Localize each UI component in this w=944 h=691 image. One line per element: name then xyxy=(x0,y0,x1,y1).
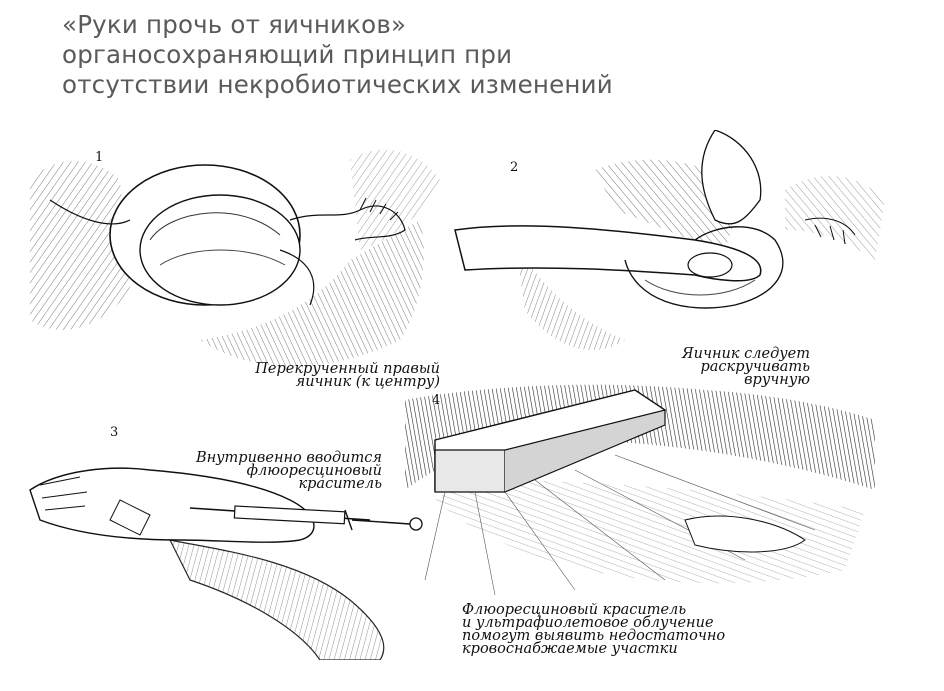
panel-3-number: 3 xyxy=(110,425,119,440)
title-line-3: отсутствии некробиотических изменений xyxy=(62,70,613,99)
panel-3-caption-line-1: Внутривенно вводится xyxy=(195,450,382,466)
panel-1-number: 1 xyxy=(95,150,104,165)
illustration-manual-untwisting xyxy=(445,130,890,375)
panel-3-caption-line-3: краситель xyxy=(298,476,382,492)
panel-4-caption: Флюоресциновый краситель и ультрафиолето… xyxy=(462,602,792,657)
panel-2-number: 2 xyxy=(510,160,519,175)
panel-2-caption: Яичник следует раскручивать вручную xyxy=(650,346,811,388)
panel-4-number: 4 xyxy=(432,393,441,408)
panel-4-caption-line-4: кровоснабжаемые участки xyxy=(462,641,678,657)
panel-4-caption-line-1: Флюоресциновый краситель xyxy=(462,602,687,618)
panel-4-caption-line-3: помогут выявить недостаточно xyxy=(462,628,726,644)
panel-3-caption: Внутривенно вводится флюоресциновый крас… xyxy=(170,450,382,492)
title-line-2: органосохраняющий принцип при xyxy=(62,40,513,69)
panel-2-caption-line-1: Яичник следует xyxy=(681,346,810,362)
panel-4-caption-line-2: и ультрафиолетовое облучение xyxy=(462,615,714,631)
title-line-1: «Руки прочь от яичников» xyxy=(62,10,407,39)
slide-title: «Руки прочь от яичников» органосохраняющ… xyxy=(62,10,922,100)
panel-2-caption-line-3: вручную xyxy=(744,372,810,388)
illustration-twisted-ovary xyxy=(20,140,450,390)
panel-1-caption: Перекрученный правый яичник (к центру) xyxy=(255,361,440,390)
panel-1-caption-line-2: яичник (к центру) xyxy=(295,374,440,390)
panel-1-caption-line-1: Перекрученный правый xyxy=(255,361,440,377)
illustration-iv-injection xyxy=(20,440,440,660)
panel-3-caption-line-2: флюоресциновый xyxy=(246,463,382,479)
panel-2-caption-line-2: раскручивать xyxy=(700,359,811,375)
illustration-uv-lamp xyxy=(405,380,875,605)
